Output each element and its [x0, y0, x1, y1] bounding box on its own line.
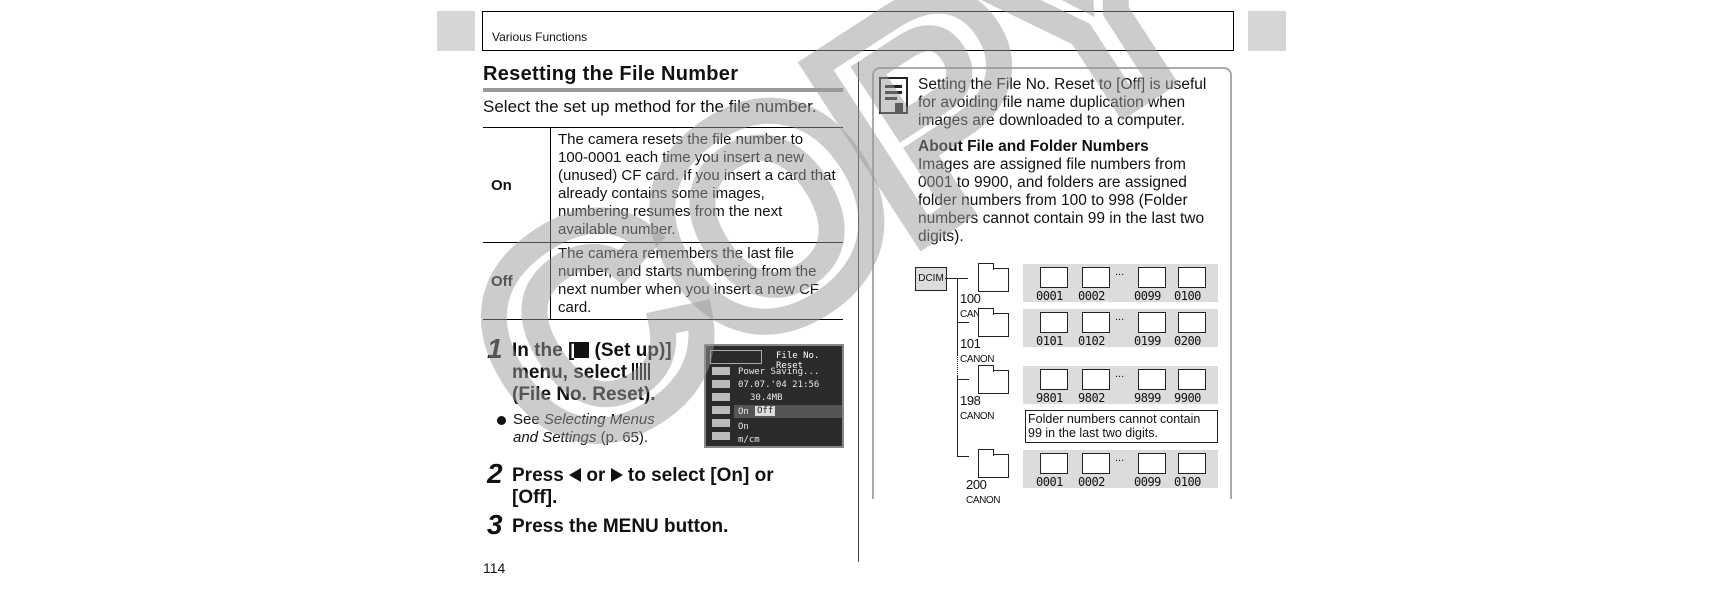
lead-text: Select the set up method for the file nu…	[483, 97, 817, 116]
file-number: 9802	[1078, 391, 1105, 405]
screen-row: Power Saving...	[738, 367, 820, 377]
file-icon	[1138, 267, 1166, 288]
option-description: The camera remembers the last file numbe…	[550, 242, 843, 320]
file-icon	[1178, 369, 1206, 390]
step-number-1: 1	[487, 333, 503, 364]
note-subtitle: About File and Folder Numbers	[918, 138, 1149, 155]
table-row: Off The camera remembers the last file n…	[483, 242, 843, 320]
file-number: 0100	[1174, 289, 1201, 303]
file-icon	[1138, 312, 1166, 333]
page-number: 114	[483, 560, 506, 576]
note-panel	[872, 67, 1232, 499]
option-key: On	[483, 127, 551, 243]
file-number: 0002	[1078, 475, 1105, 489]
file-number: 0002	[1078, 289, 1105, 303]
file-number: 0102	[1078, 334, 1105, 348]
folder-name: 100 CANON	[960, 291, 995, 320]
ellipsis: ...	[1115, 266, 1125, 278]
section-title: Various Functions	[492, 30, 588, 44]
page-title: Resetting the File Number	[483, 63, 739, 85]
file-icon	[1082, 453, 1110, 474]
step-number-3: 3	[487, 509, 503, 540]
title-rule	[483, 88, 843, 92]
options-table: On The camera resets the file number to …	[483, 127, 843, 320]
note-text: Setting the File No. Reset to [Off] is u…	[918, 76, 1228, 246]
file-icon	[1040, 267, 1068, 288]
screen-icon-column	[712, 367, 730, 445]
right-margin-tab	[1248, 11, 1286, 51]
memo-icon	[879, 77, 908, 114]
folder-icon	[978, 308, 1009, 337]
camera-menu-screenshot: File No. Reset Power Saving... 07.07.'04…	[704, 344, 844, 448]
right-arrow-icon	[610, 468, 623, 482]
step-3-text: Press the MENU button.	[512, 516, 729, 537]
file-icon	[1082, 312, 1110, 333]
screen-row: m/cm	[738, 435, 760, 445]
column-divider	[858, 62, 859, 562]
file-icon	[1178, 453, 1206, 474]
folder-name: 101 CANON	[960, 336, 995, 365]
screen-option-on: On	[738, 407, 749, 417]
step-2-text: Press or to select [On] or [Off].	[512, 465, 774, 508]
screen-selected-row	[734, 405, 842, 418]
tree-line	[957, 376, 958, 456]
file-number: 0100	[1174, 475, 1201, 489]
screen-option-off: Off	[755, 406, 776, 416]
file-icon	[1082, 369, 1110, 390]
setup-icon	[574, 342, 590, 358]
screen-row: On	[738, 422, 749, 432]
screen-row: 07.07.'04 21:56	[738, 380, 820, 390]
file-number: 0101	[1036, 334, 1063, 348]
file-number: 0001	[1036, 289, 1063, 303]
left-margin-tab	[437, 11, 475, 51]
tree-line	[957, 322, 969, 323]
folder-icon	[978, 263, 1009, 292]
file-number: 0199	[1134, 334, 1161, 348]
folder-icon	[978, 449, 1009, 478]
file-icon	[1082, 267, 1110, 288]
tree-line	[957, 278, 958, 354]
file-icon	[1040, 453, 1068, 474]
file-number: 9899	[1134, 391, 1161, 405]
option-description: The camera resets the file number to 100…	[550, 127, 843, 243]
file-number: 0099	[1134, 475, 1161, 489]
file-icon	[1040, 369, 1068, 390]
file-icon	[1178, 312, 1206, 333]
bullet-icon	[497, 416, 506, 425]
tree-line-dotted	[957, 354, 959, 376]
file-icon	[1040, 312, 1068, 333]
option-key: Off	[483, 242, 551, 320]
step-1-bullet: See Selecting Menus and Settings (p. 65)…	[497, 411, 677, 447]
folder-diagram: DCIM 100 CANON ... 0001 0002 0099 0100 1…	[910, 262, 1220, 506]
folder-name: 200 CANON	[966, 477, 1001, 506]
file-number: 0099	[1134, 289, 1161, 303]
file-number: 0001	[1036, 475, 1063, 489]
tree-line	[957, 379, 969, 380]
file-no-reset-icon	[632, 363, 651, 380]
folder-name: 198 CANON	[960, 393, 995, 422]
screen-header: File No. Reset	[776, 351, 820, 371]
file-number: 9900	[1174, 391, 1201, 405]
dcim-folder: DCIM	[915, 267, 947, 291]
screen-row: 30.4MB	[750, 393, 783, 403]
page-header: Various Functions	[482, 11, 1234, 51]
ellipsis: ...	[1115, 452, 1125, 464]
file-icon	[1138, 369, 1166, 390]
screen-tabs	[710, 350, 762, 364]
file-number: 0200	[1174, 334, 1201, 348]
ellipsis: ...	[1115, 311, 1125, 323]
file-number: 9801	[1036, 391, 1063, 405]
step-1-text: In the [ (Set up)] menu, select (File No…	[512, 340, 672, 405]
ellipsis: ...	[1115, 368, 1125, 380]
callout-box: Folder numbers cannot contain 99 in the …	[1025, 410, 1218, 443]
file-icon	[1178, 267, 1206, 288]
table-row: On The camera resets the file number to …	[483, 127, 843, 243]
tree-line	[945, 278, 968, 279]
folder-icon	[978, 365, 1009, 394]
left-arrow-icon	[569, 468, 582, 482]
step-number-2: 2	[487, 458, 503, 489]
tree-line	[957, 456, 969, 457]
file-icon	[1138, 453, 1166, 474]
